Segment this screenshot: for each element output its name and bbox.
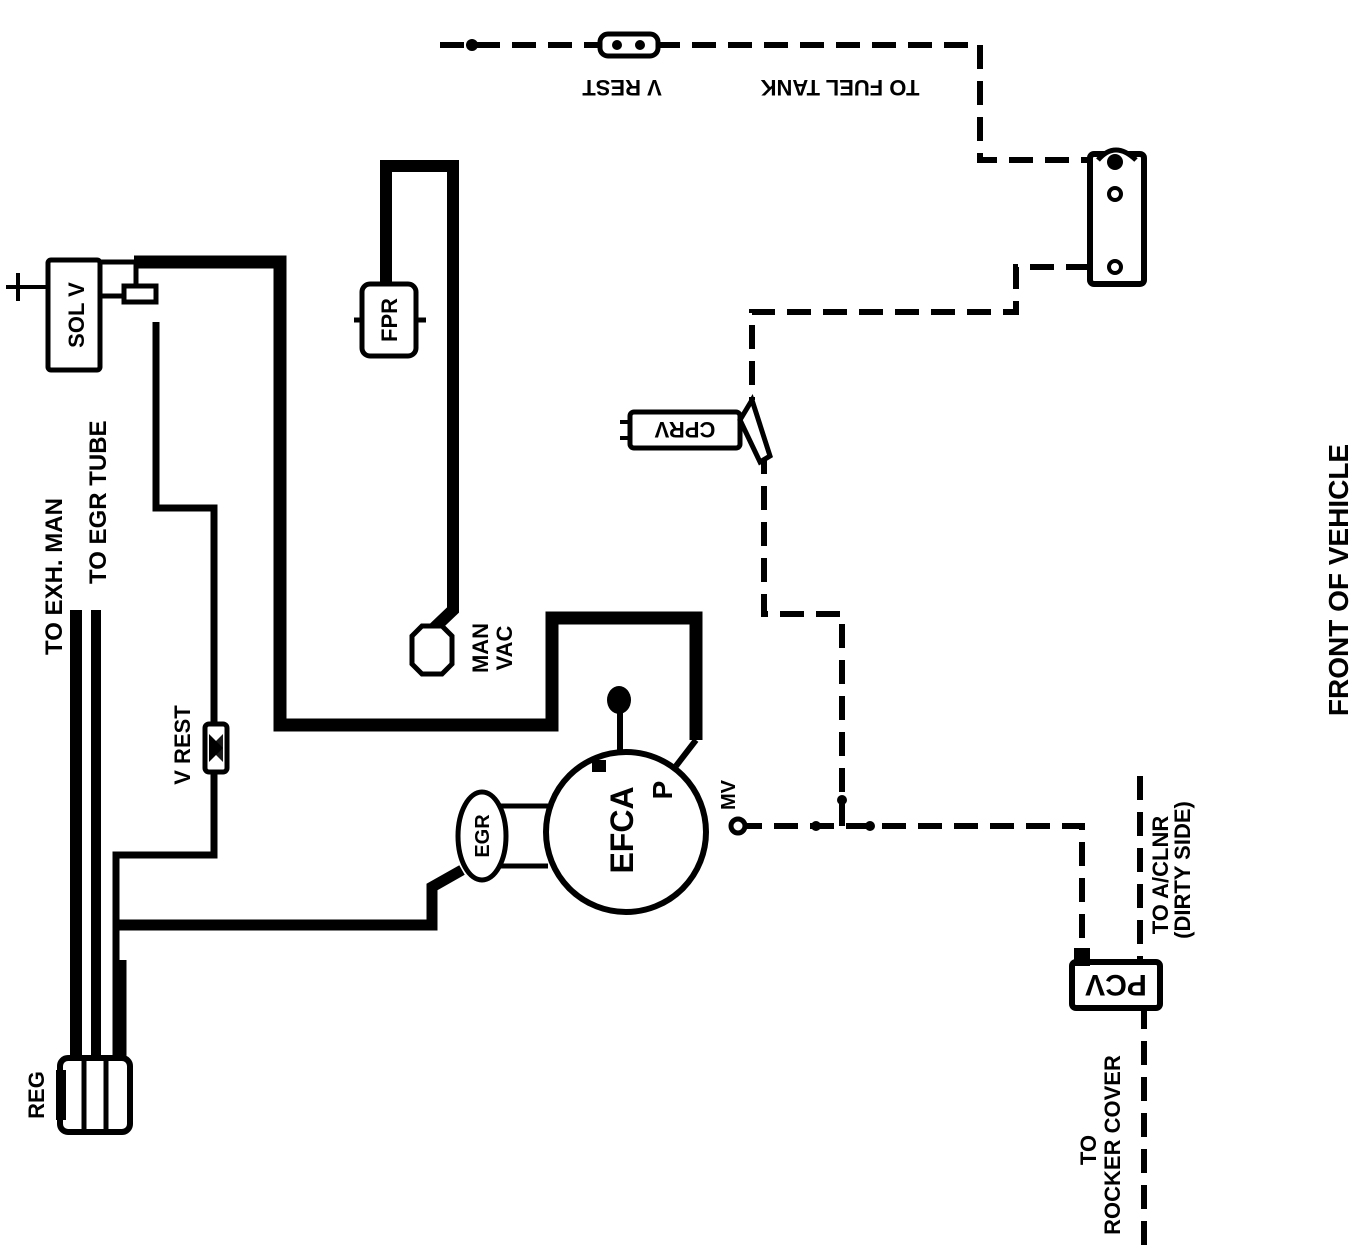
dashed-hose-cprv-to-mv (761, 450, 845, 826)
egr-valve (455, 789, 509, 883)
cprv-valve: CPRV (620, 393, 773, 466)
dirty-side-label: (DIRTY SIDE) (1170, 801, 1195, 939)
to-egr-tube-label: TO EGR TUBE (85, 420, 112, 584)
fuel-vapor-canister (1087, 147, 1147, 287)
dashed-hose-fuel-tank (440, 42, 1090, 163)
sol-v-valve: SOL V (45, 257, 159, 373)
rocker-cover-label: ROCKER COVER (1100, 1055, 1125, 1235)
to-a-clnr-label: TO A/CLNR (1148, 816, 1173, 935)
hose-egr-to-reg (116, 865, 465, 931)
dashed-hose-mv-to-pcv (738, 823, 1085, 950)
hose-fpr-to-manvac (380, 160, 459, 635)
efca-small-port (592, 760, 606, 772)
man-label: MAN (468, 623, 493, 673)
hose-solv-to-reg (112, 322, 218, 1060)
junction-dot (837, 795, 847, 805)
v-rest-top-label: V REST (582, 75, 662, 100)
pcv-valve: PCV (1069, 948, 1163, 1011)
fpr-label: FPR (377, 298, 402, 342)
to-label: TO (1076, 1135, 1101, 1165)
to-fuel-tank-label: TO FUEL TANK (760, 75, 919, 100)
junction-dot (865, 821, 875, 831)
egr-label: EGR (472, 814, 494, 858)
fuel-pressure-regulator: FPR (354, 281, 426, 359)
front-of-vehicle-label: FRONT OF VEHICLE (1323, 444, 1352, 716)
junction-dot (811, 821, 821, 831)
hose-solv-to-efca (134, 255, 703, 740)
regulator (56, 1055, 133, 1135)
to-exh-man-label: TO EXH. MAN (41, 498, 68, 655)
reg-label: REG (24, 1071, 49, 1119)
mv-label: MV (718, 779, 740, 810)
sol-v-label: SOL V (64, 282, 89, 348)
mv-port (728, 816, 748, 836)
cprv-label: CPRV (654, 417, 715, 442)
v-rest-left-label: V REST (170, 705, 195, 785)
manifold-vacuum-fitting (409, 623, 455, 677)
v-rest-restrictor-top (597, 31, 661, 59)
pcv-label: PCV (1085, 968, 1147, 1001)
efca-canister (543, 749, 709, 915)
efca-p-label: P (647, 781, 678, 800)
dashed-hose-canister-to-cprv (749, 264, 1090, 400)
vac-label: VAC (492, 625, 517, 670)
efca-p-stub (673, 738, 699, 768)
efca-label: EFCA (604, 786, 640, 873)
junction-dot (466, 39, 478, 51)
efca-top-port (607, 686, 631, 714)
